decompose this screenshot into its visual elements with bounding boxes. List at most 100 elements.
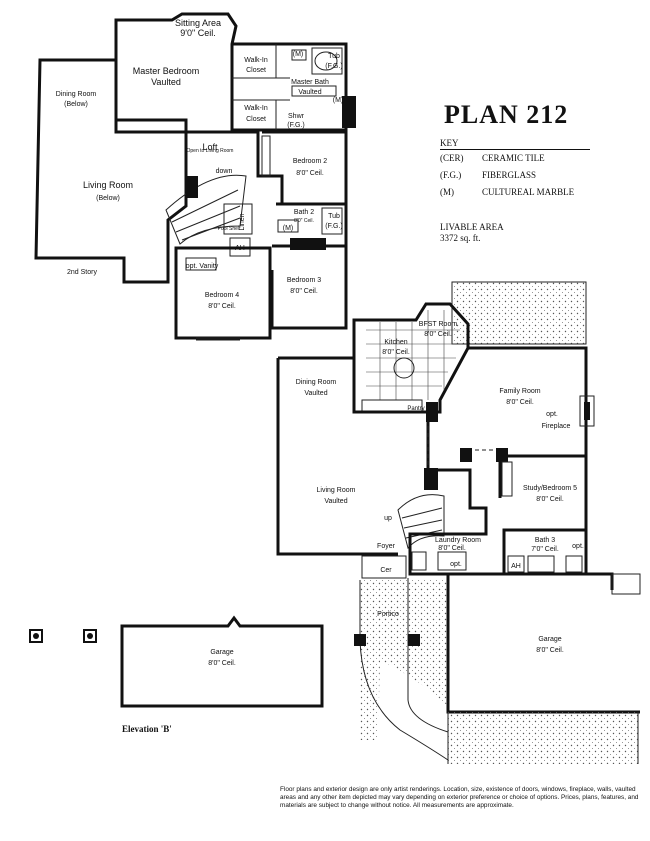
dining-below-sub: (Below)	[64, 101, 88, 108]
bath-2-tub: Tub	[328, 213, 340, 220]
family-room-ceil: 8'0" Ceil.	[506, 399, 534, 406]
study-ceil: 8'0" Ceil.	[536, 496, 564, 503]
master-shower-fg: (F.G.)	[287, 122, 305, 129]
study-name: Study/Bedroom 5	[523, 485, 577, 492]
dining-room-ceil: Vaulted	[304, 390, 327, 397]
living-room-ceil: Vaulted	[324, 498, 347, 505]
laundry-name: Laundry Room	[435, 537, 481, 544]
second-story-plan	[34, 12, 356, 341]
bedroom-4-walls	[174, 246, 272, 340]
elevation-b-label: Elevation 'B'	[122, 724, 172, 734]
master-bedroom-ceil: Vaulted	[151, 77, 181, 87]
garage-name: Garage	[538, 636, 561, 643]
living-below-walls	[34, 58, 188, 284]
second-story-ah: AH	[235, 245, 245, 252]
walk-in-closet-2-name: Walk-In	[244, 105, 268, 112]
plan-title: PLAN 212	[444, 100, 569, 129]
master-bath-ceil: Vaulted	[298, 89, 321, 96]
loft-walls	[232, 130, 284, 204]
master-bedroom-walls	[114, 12, 238, 134]
opt-fireplace-name: opt.	[546, 411, 558, 418]
pool-shelf-label: Pool Shelf	[218, 226, 241, 232]
opt-fireplace-sub: Fireplace	[542, 423, 571, 430]
livable-area: LIVABLE AREA 3372 sq. ft.	[440, 222, 504, 244]
master-tub-label: Tub	[328, 53, 340, 60]
key-item: (F.G.) FIBERGLASS	[440, 170, 590, 180]
key-code: (F.G.)	[440, 170, 462, 180]
key-legend: KEY (CER) CERAMIC TILE (F.G.) FIBERGLASS…	[440, 138, 590, 204]
bedroom-3-walls	[270, 244, 348, 330]
bedroom-4-ceil: 8'0" Ceil.	[208, 303, 236, 310]
opt-vanity-label: opt. Vanity	[186, 263, 219, 270]
key-desc: CERAMIC TILE	[482, 153, 545, 163]
bfst-room-ceil: 8'0" Ceil.	[424, 331, 452, 338]
key-item: (M) CULTUREAL MARBLE	[440, 187, 590, 197]
first-story-ah: AH	[511, 563, 521, 570]
master-m-label-2: (M)	[333, 97, 344, 104]
walk-in-closet-2-sub: Closet	[246, 116, 266, 123]
loft-label: Loft	[202, 142, 218, 152]
cer-label: Cer	[380, 567, 392, 574]
key-heading: KEY	[440, 138, 590, 150]
living-room-name: Living Room	[317, 487, 356, 494]
key-code: (M)	[440, 187, 454, 197]
sitting-area-name: Sitting Area	[175, 18, 221, 28]
pantry-label: Pantry	[407, 406, 424, 412]
livable-area-label: LIVABLE AREA	[440, 222, 504, 232]
garage-ceil: 8'0" Ceil.	[536, 647, 564, 654]
dining-below-name: Dining Room	[56, 91, 97, 98]
bedroom-4-name: Bedroom 4	[205, 292, 239, 299]
walk-in-closet-1-name: Walk-In	[244, 57, 268, 64]
key-code: (CER)	[440, 153, 464, 163]
kitchen-ceil: 8'0" Ceil.	[382, 349, 410, 356]
bedroom-3-name: Bedroom 3	[287, 277, 321, 284]
key-desc: CULTUREAL MARBLE	[482, 187, 575, 197]
key-desc: FIBERGLASS	[482, 170, 537, 180]
bedroom-3-ceil: 8'0" Ceil.	[290, 288, 318, 295]
living-below-sub: (Below)	[96, 195, 120, 202]
stairs-down-label: down	[216, 168, 233, 175]
elevation-b-garage-name: Garage	[210, 649, 233, 656]
study-walls	[498, 454, 588, 532]
kitchen-name: Kitchen	[384, 339, 407, 346]
disclaimer-text: Floor plans and exterior design are only…	[280, 786, 639, 809]
master-bath-name: Master Bath	[291, 79, 329, 86]
master-shower-label: Shwr	[288, 113, 305, 120]
elevation-b-garage-ceil: 8'0" Ceil.	[208, 660, 236, 667]
master-bath-walls	[232, 42, 348, 132]
elevation-b-plan	[29, 615, 324, 708]
garage-walls	[446, 572, 640, 714]
bath-2-ceil: 8'0" Ceil.	[294, 218, 314, 224]
master-m-label: (M)	[293, 51, 304, 58]
dining-room-name: Dining Room	[296, 379, 337, 386]
key-item: (CER) CERAMIC TILE	[440, 153, 590, 163]
linen-label: Linen	[239, 213, 246, 230]
bath-3-name: Bath 3	[535, 537, 555, 544]
bfst-room-name: BFST Room	[419, 321, 458, 328]
master-bedroom-name: Master Bedroom	[133, 66, 200, 76]
bedroom-2-name: Bedroom 2	[293, 158, 327, 165]
bedroom-2-ceil: 8'0" Ceil.	[296, 170, 324, 177]
laundry-ceil: 8'0" Ceil.	[438, 545, 466, 552]
portico-label: Portico	[377, 611, 399, 618]
elevation-b-garage-walls	[120, 615, 324, 708]
bedroom-2-walls	[262, 130, 348, 206]
bath-2-name: Bath 2	[294, 209, 314, 216]
living-below-name: Living Room	[83, 180, 133, 190]
stairs-up-label: up	[384, 515, 392, 522]
bath-2-m: (M)	[283, 225, 294, 232]
kitchen-tile-grid	[366, 310, 462, 400]
laundry-walls	[408, 468, 488, 576]
master-tub-fg: (F.G.)	[325, 63, 343, 70]
sitting-area-ceil: 9'0" Ceil.	[180, 28, 215, 38]
family-room-name: Family Room	[499, 388, 540, 395]
laundry-opt: opt.	[450, 561, 462, 568]
bath-2-fg: (F.G.)	[325, 223, 343, 230]
walk-in-closet-1-sub: Closet	[246, 67, 266, 74]
second-story-label: 2nd Story	[67, 269, 97, 276]
bath-3-ceil: 7'0" Ceil.	[531, 546, 559, 553]
bath-3-opt: opt.	[572, 543, 584, 550]
foyer-label: Foyer	[377, 543, 396, 550]
rear-patio	[452, 282, 586, 344]
